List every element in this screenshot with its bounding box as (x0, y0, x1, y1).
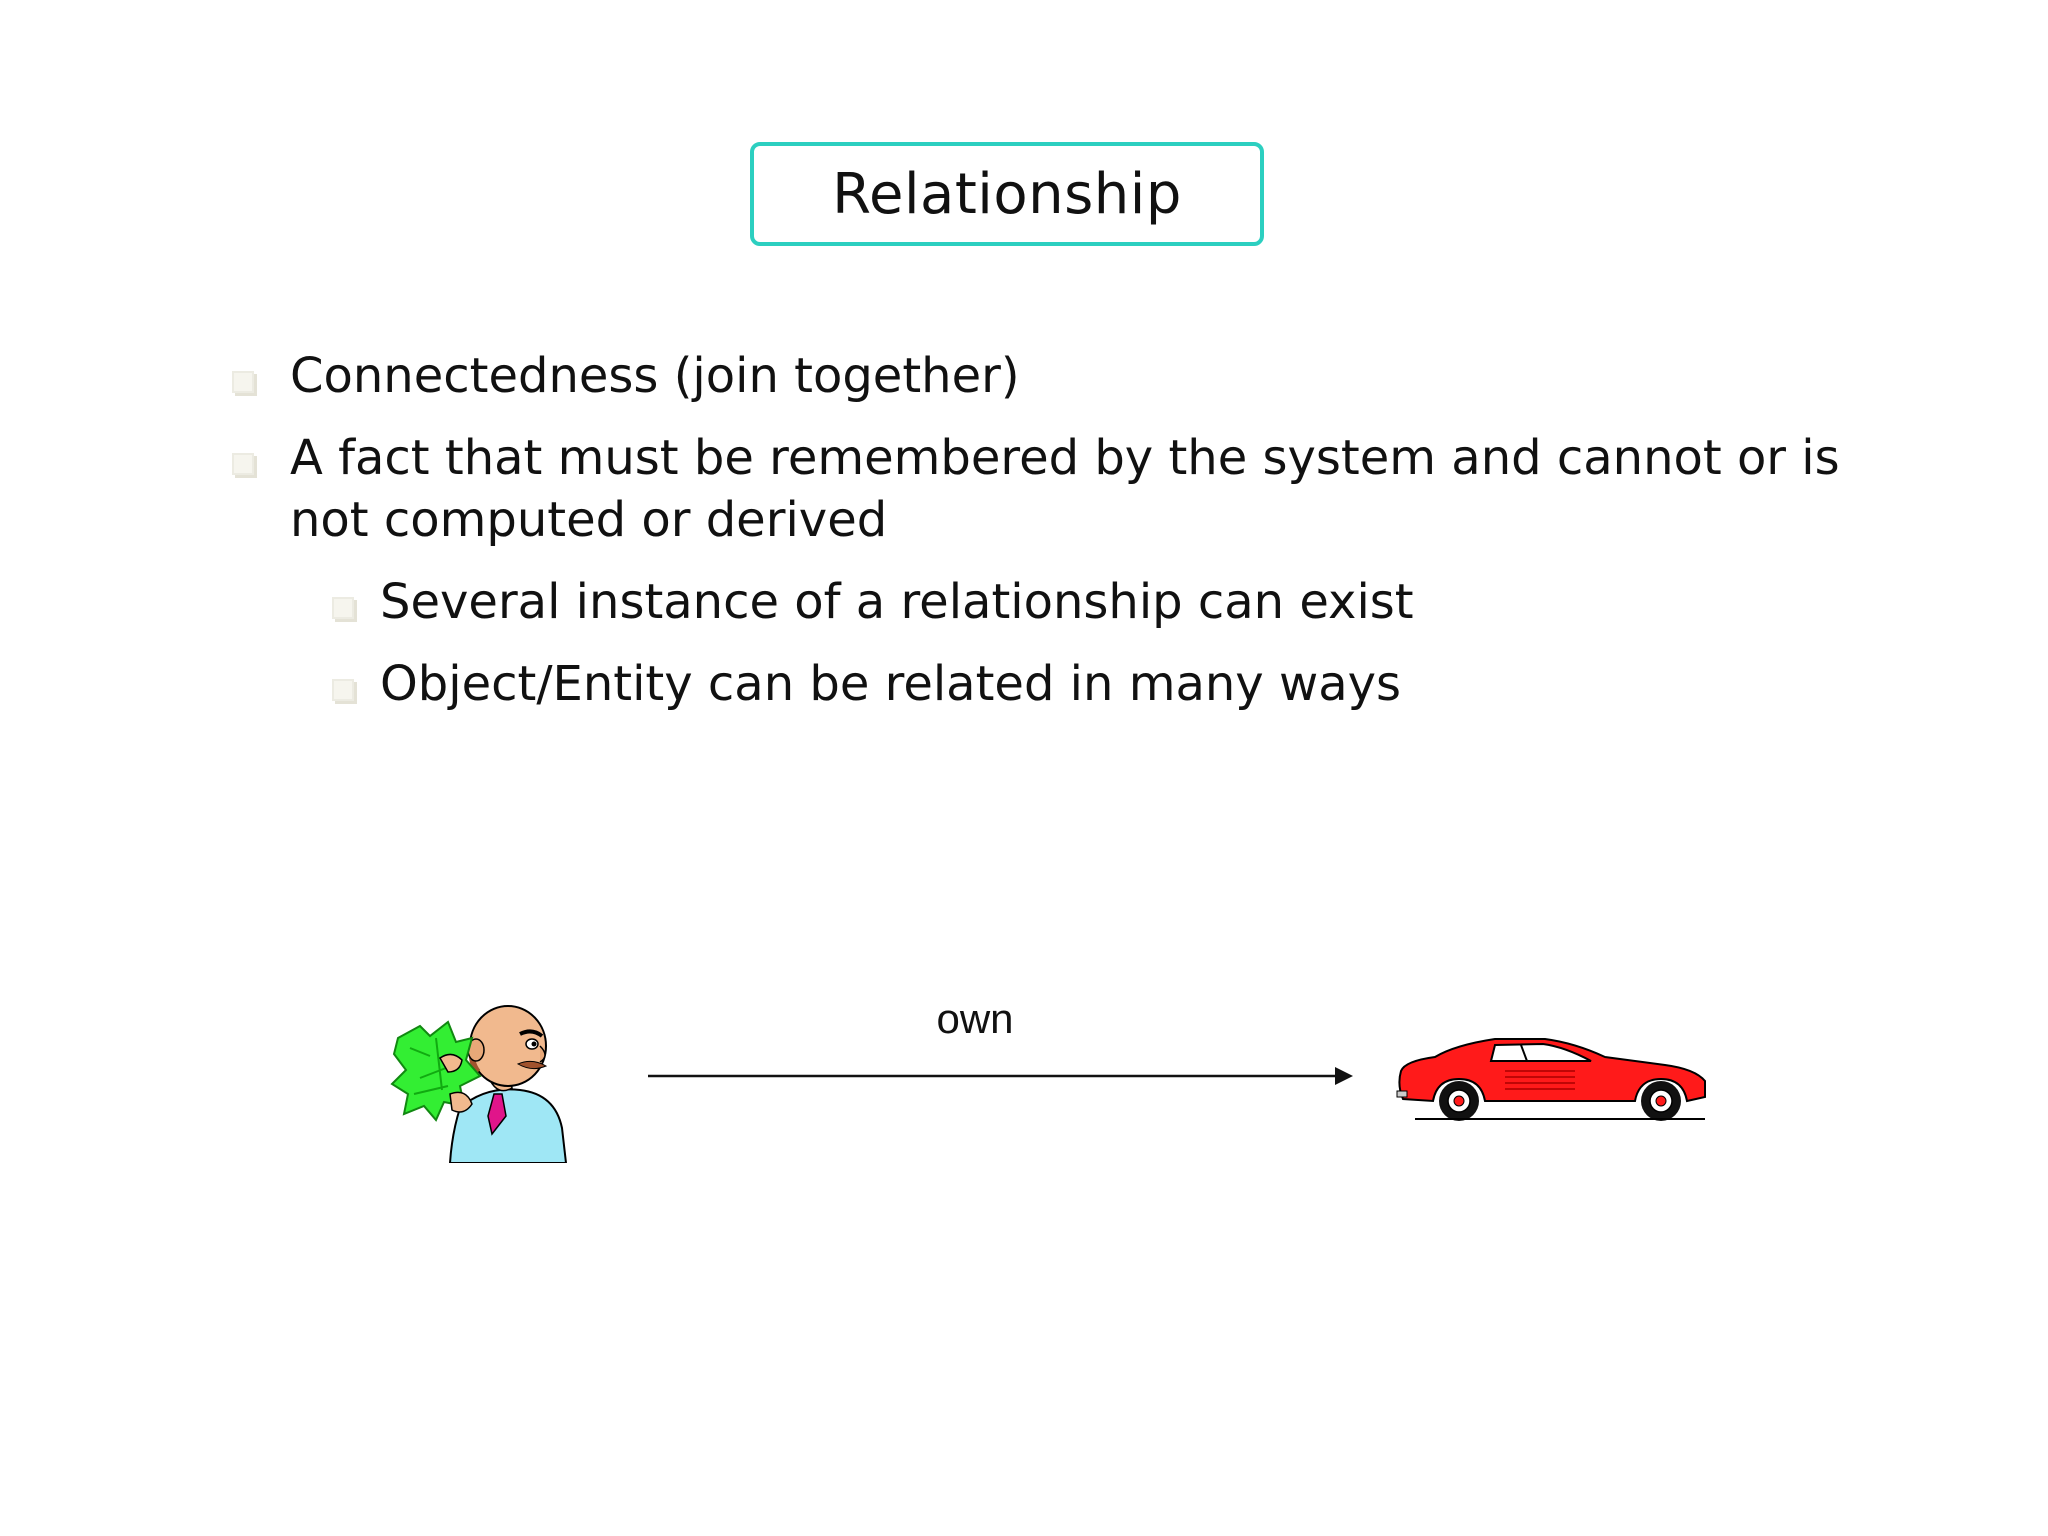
sub-bullet-item: Object/Entity can be related in many way… (228, 653, 1868, 715)
red-sports-car-icon (1396, 1038, 1706, 1121)
arrow-right-icon (648, 1067, 1353, 1085)
bullet-list: Connectedness (join together) A fact tha… (228, 345, 1868, 715)
relationship-label: own (936, 995, 1014, 1042)
bullet-text: Connectedness (join together) (290, 348, 1020, 404)
square-bullet-icon (232, 453, 254, 475)
bullet-item: A fact that must be remembered by the sy… (228, 427, 1868, 551)
sub-bullet-item: Several instance of a relationship can e… (228, 571, 1868, 633)
sub-bullet-text: Several instance of a relationship can e… (380, 574, 1414, 630)
bullet-text: A fact that must be remembered by the sy… (290, 430, 1840, 548)
person-with-money-icon (390, 1005, 568, 1163)
square-bullet-icon (232, 371, 254, 393)
slide-title: Relationship (832, 161, 1182, 227)
sub-bullet-text: Object/Entity can be related in many way… (380, 656, 1402, 712)
square-bullet-icon (332, 597, 354, 619)
bullet-item: Connectedness (join together) (228, 345, 1868, 407)
square-bullet-icon (332, 679, 354, 701)
title-box: Relationship (750, 142, 1264, 246)
